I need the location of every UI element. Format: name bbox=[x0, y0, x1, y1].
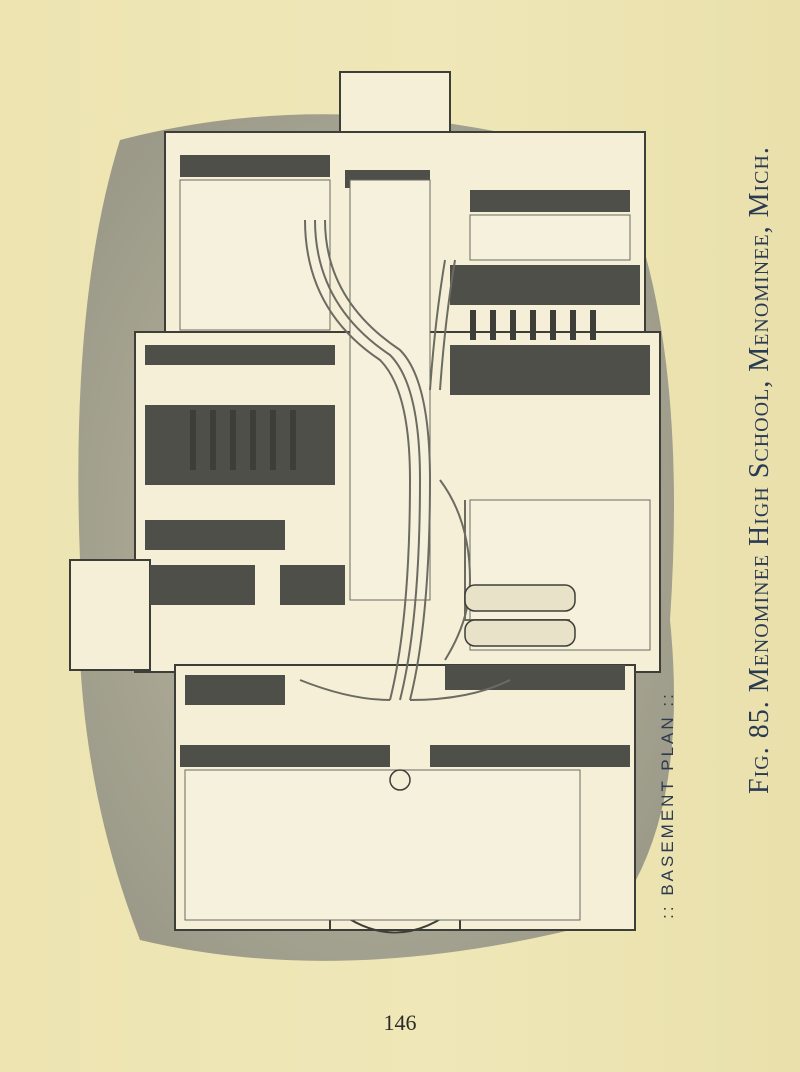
page-number: 146 bbox=[383, 1010, 417, 1035]
figure-caption: Fig. 85. Menominee High School, Menomine… bbox=[744, 146, 775, 794]
basement-plan-illustration bbox=[50, 60, 700, 980]
basement-plan-label: :: BASEMENT PLAN :: bbox=[658, 691, 677, 919]
